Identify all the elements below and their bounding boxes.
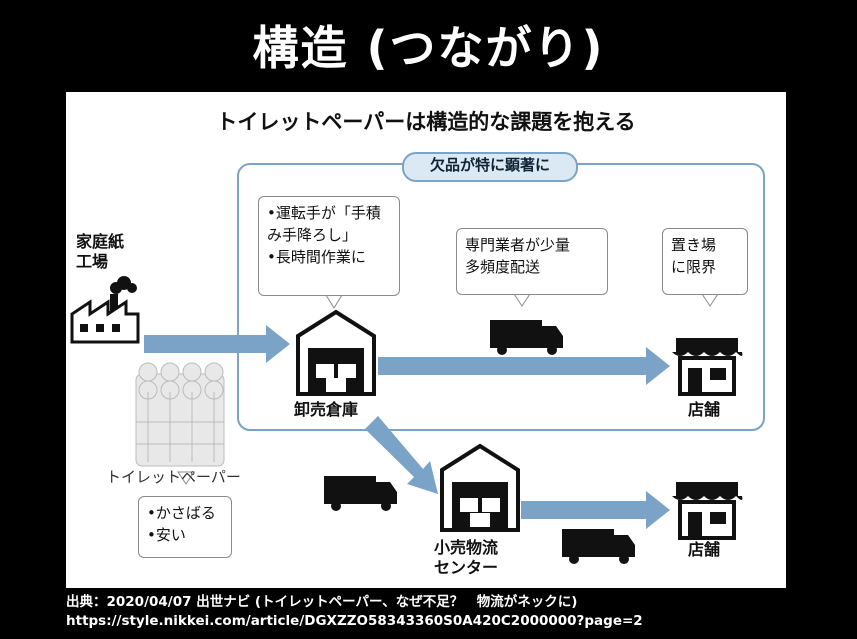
- note-delivery-line2: 多頻度配送: [465, 258, 541, 276]
- toilet-paper-stack-icon: [135, 362, 225, 467]
- slide-title: 構造 (つながり): [252, 21, 605, 75]
- factory-icon: [70, 276, 140, 344]
- source-line1: 出典：2020/04/07 出世ナビ (トイレットペーパー、なぜ不足？ 物流がネ…: [66, 594, 578, 610]
- highlight-badge: 欠品が特に顕著に: [402, 152, 578, 182]
- store-label-top: 店舗: [688, 400, 721, 419]
- note-wholesale: •運転手が「手積 み手降ろし」 •長時間作業に: [258, 196, 400, 296]
- factory-label-line2: 工場: [76, 252, 109, 271]
- note-tp-line2: •安い: [147, 526, 186, 544]
- truck-icon-top: [490, 320, 563, 355]
- note-toilet-paper: •かさばる •安い: [138, 496, 232, 558]
- callout-pointers: [177, 293, 719, 485]
- arrow-wholesale-to-store: [378, 347, 670, 385]
- diagram-panel: トイレットペーパーは構造的な課題を抱える: [66, 92, 786, 588]
- note-wholesale-line3: •長時間作業に: [267, 248, 366, 266]
- factory-label-line1: 家庭紙: [76, 232, 125, 251]
- arrow-wholesale-to-center: [365, 416, 438, 494]
- wholesale-label: 卸売倉庫: [294, 400, 359, 419]
- center-label-line2: センター: [434, 558, 499, 577]
- note-wholesale-line2: み手降ろし」: [267, 226, 358, 244]
- store-icon-top: [672, 338, 743, 396]
- arrow-center-to-store: [521, 491, 670, 529]
- diagram-title: トイレットペーパーは構造的な課題を抱える: [216, 110, 636, 134]
- note-store: 置き場 に限界: [662, 228, 748, 295]
- note-delivery: 専門業者が少量 多頻度配送: [456, 228, 608, 295]
- diagram-graphics: [70, 163, 765, 564]
- note-delivery-line1: 専門業者が少量: [465, 236, 571, 254]
- arrow-factory-to-wholesale: [144, 325, 290, 363]
- store-icon-bottom: [672, 482, 743, 540]
- store-label-bottom: 店舗: [688, 540, 721, 559]
- logistics-center-icon: [440, 443, 520, 532]
- note-tp-line1: •かさばる: [147, 504, 216, 522]
- source-citation: 出典：2020/04/07 出世ナビ (トイレットペーパー、なぜ不足？ 物流がネ…: [66, 593, 643, 631]
- note-store-line1: 置き場: [671, 236, 717, 254]
- wholesale-warehouse-icon: [296, 309, 376, 396]
- center-label-line1: 小売物流: [434, 538, 499, 557]
- source-url[interactable]: https://style.nikkei.com/article/DGXZZO5…: [66, 613, 643, 629]
- note-store-line2: に限界: [671, 258, 717, 276]
- note-wholesale-line1: •運転手が「手積: [267, 204, 381, 222]
- factory-label: 家庭紙 工場: [76, 232, 124, 272]
- truck-icon-bottom: [562, 529, 635, 564]
- truck-icon-left: [324, 476, 397, 511]
- toilet-paper-label: トイレットペーパー: [106, 468, 241, 486]
- flow-arrows: [144, 325, 670, 529]
- center-label: 小売物流 センター: [434, 538, 498, 578]
